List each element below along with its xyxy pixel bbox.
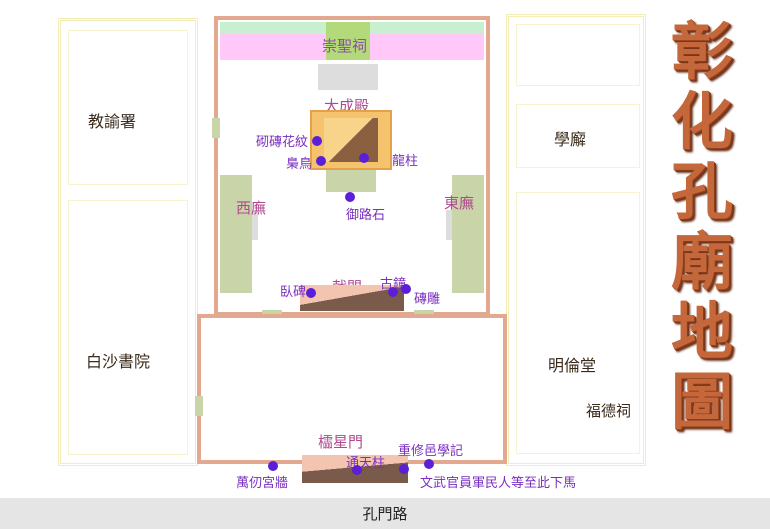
lingxing-gate-label[interactable]: 櫺星門 [318, 433, 364, 451]
baisha-label[interactable]: 白沙書院 [86, 352, 151, 371]
brick-carving-label: 磚雕 [414, 292, 441, 307]
chongsheng-label[interactable]: 崇聖祠 [322, 37, 368, 55]
east-wing-step [446, 210, 452, 240]
minglun-area [516, 192, 640, 454]
west-side-gate [212, 118, 220, 138]
brick-pattern-marker[interactable] [312, 136, 322, 146]
left-compound [58, 18, 198, 466]
ancient-bell-marker[interactable] [388, 287, 398, 297]
chongsheng-block [326, 22, 370, 60]
map-title-char-1: 彰 [670, 15, 733, 88]
road-label[interactable]: 孔門路 [362, 505, 408, 523]
wanren-wall-label: 萬仞宮牆 [236, 476, 289, 491]
road-bar [0, 498, 770, 529]
imperial-stone-label: 御路石 [346, 208, 386, 223]
tongtian-pillar-marker[interactable] [352, 465, 362, 475]
west-wing-label[interactable]: 西廡 [236, 199, 267, 217]
west-wing[interactable] [220, 175, 252, 293]
dismount-stele-marker[interactable] [424, 459, 434, 469]
dacheng-roof [324, 118, 378, 162]
fude-label[interactable]: 福德祠 [586, 402, 632, 420]
ji-gate[interactable] [300, 285, 404, 311]
lying-stele-label: 臥碑 [280, 285, 307, 300]
ancient-bell-label: 古鐘 [380, 277, 407, 292]
imperial-stone-marker[interactable] [345, 192, 355, 202]
dacheng-platform [326, 170, 376, 192]
xuexie-area [516, 104, 640, 168]
baisha-area [68, 200, 188, 455]
owl-marker[interactable] [316, 156, 326, 166]
jiaoyu-area [68, 30, 188, 185]
jiaoyu-label[interactable]: 教諭署 [88, 112, 137, 131]
brick-pattern-label: 砌磚花紋 [256, 135, 309, 150]
minglun-label[interactable]: 明倫堂 [548, 356, 597, 375]
right-top-area [516, 24, 640, 86]
map-title-char-2: 化 [670, 85, 733, 158]
shrine-steps [318, 64, 378, 90]
dismount-stele-label: 文武官員軍民人等至此下馬 [420, 476, 577, 491]
map-title-char-5: 地 [670, 295, 733, 368]
brick-carving-marker[interactable] [401, 284, 411, 294]
outer-west-gate [195, 396, 203, 416]
right-compound [506, 14, 646, 466]
xuexie-label[interactable]: 學廨 [554, 130, 587, 149]
wanren-wall-marker[interactable] [268, 461, 278, 471]
lying-stele-marker[interactable] [306, 288, 316, 298]
rebuild-record-marker[interactable] [399, 464, 409, 474]
west-wing-step [252, 210, 258, 240]
map-title-char-6: 圖 [670, 365, 733, 438]
dragon-pillar-label: 龍柱 [392, 154, 419, 169]
east-wing-label[interactable]: 東廡 [444, 194, 475, 212]
rebuild-record-label: 重修邑學記 [398, 444, 464, 459]
map-title-char-4: 廟 [670, 225, 733, 298]
dragon-pillar-marker[interactable] [359, 153, 369, 163]
east-wing[interactable] [452, 175, 484, 293]
owl-label: 梟鳥 [286, 157, 313, 172]
map-title-char-3: 孔 [670, 155, 733, 228]
